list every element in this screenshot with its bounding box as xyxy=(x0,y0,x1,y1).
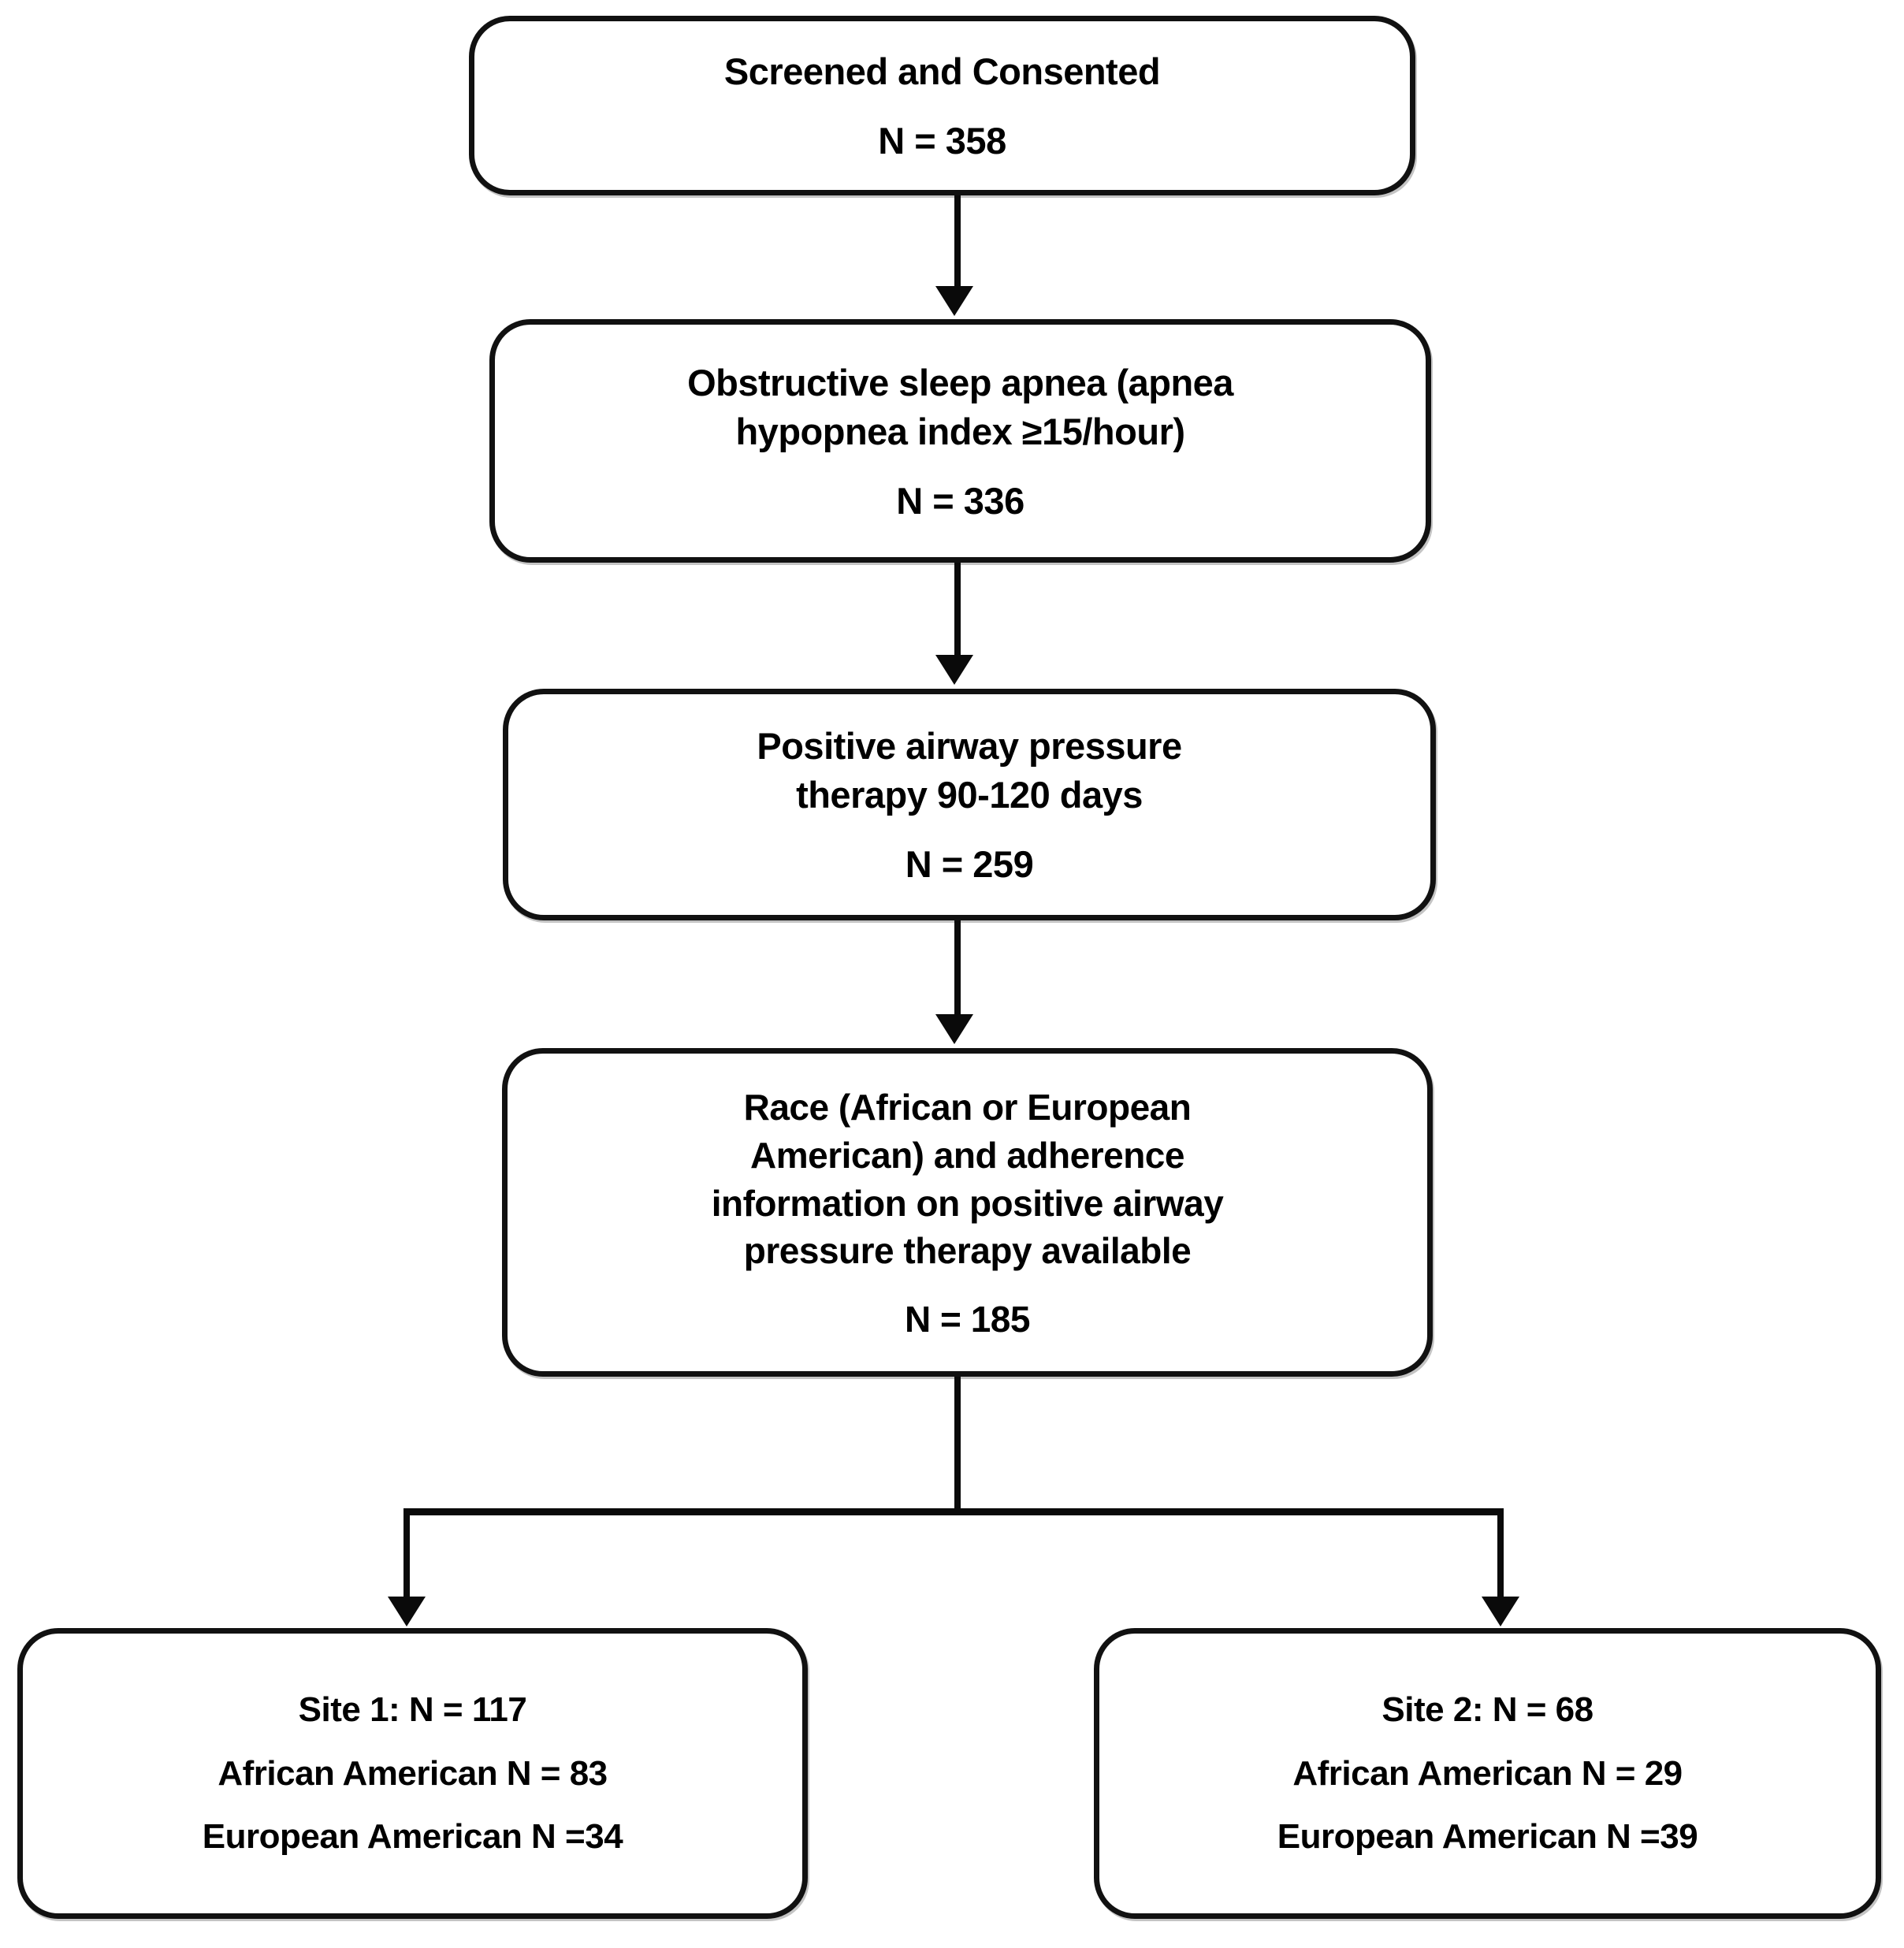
node-obstructive-sleep-apnea: Obstructive sleep apnea (apnea hypopnea … xyxy=(489,319,1431,563)
connector-pap-to-race-line xyxy=(954,920,961,1018)
node-site-2: Site 2: N = 68 African American N = 29 E… xyxy=(1094,1628,1881,1919)
node-race-title-line3: information on positive airway xyxy=(711,1182,1224,1224)
node-pap-title-line2: therapy 90-120 days xyxy=(796,774,1143,816)
node-osa-count: N = 336 xyxy=(896,479,1025,522)
node-race-title-line4: pressure therapy available xyxy=(743,1230,1192,1272)
arrow-down-icon xyxy=(935,1014,973,1044)
connector-race-to-site2-line xyxy=(1497,1508,1504,1601)
arrow-down-icon xyxy=(1482,1597,1519,1626)
connector-osa-to-pap-line xyxy=(954,563,961,659)
site1-total: Site 1: N = 117 xyxy=(298,1690,527,1730)
connector-screened-to-osa-line xyxy=(954,195,961,290)
site1-european-american: European American N =34 xyxy=(202,1816,623,1856)
node-race-title-line1: Race (African or European xyxy=(743,1087,1192,1128)
node-race-and-adherence: Race (African or European American) and … xyxy=(502,1048,1433,1377)
node-osa-title-line2: hypopnea index ≥15/hour) xyxy=(735,410,1185,452)
node-race-count: N = 185 xyxy=(905,1298,1030,1340)
node-race-title-line2: American) and adherence xyxy=(750,1134,1184,1176)
site2-african-american: African American N = 29 xyxy=(1292,1753,1683,1793)
site2-european-american: European American N =39 xyxy=(1277,1816,1698,1856)
site2-total: Site 2: N = 68 xyxy=(1382,1690,1593,1730)
node-pap-title-line1: Positive airway pressure xyxy=(757,725,1182,768)
arrow-down-icon xyxy=(388,1597,426,1626)
node-positive-airway-pressure-therapy: Positive airway pressure therapy 90-120 … xyxy=(503,689,1436,920)
connector-race-split-bar xyxy=(403,1508,1504,1515)
node-screened-and-consented: Screened and Consented N = 358 xyxy=(469,16,1415,195)
arrow-down-icon xyxy=(935,286,973,316)
connector-race-split-stem xyxy=(954,1377,961,1515)
arrow-down-icon xyxy=(935,655,973,685)
connector-race-to-site1-line xyxy=(403,1508,410,1601)
node-site-1: Site 1: N = 117 African American N = 83 … xyxy=(17,1628,808,1919)
node-pap-count: N = 259 xyxy=(905,843,1034,886)
node-screened-title: Screened and Consented xyxy=(723,50,1161,93)
node-osa-title-line1: Obstructive sleep apnea (apnea xyxy=(687,361,1233,403)
node-screened-count: N = 358 xyxy=(878,120,1006,162)
site1-african-american: African American N = 83 xyxy=(218,1753,608,1793)
